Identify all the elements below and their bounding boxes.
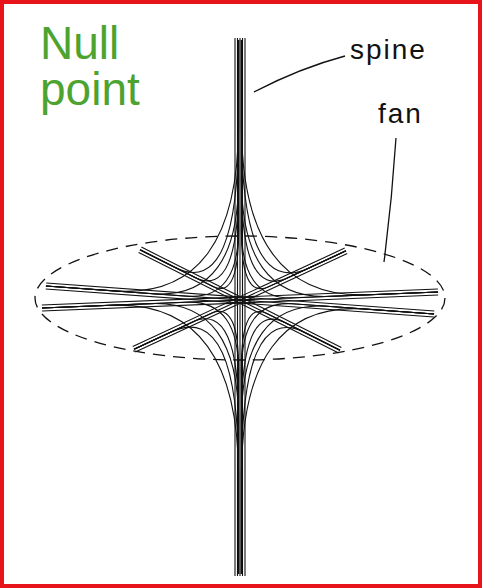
spine-line: [234, 38, 235, 576]
field-line: [134, 311, 239, 574]
field-line: [42, 304, 239, 574]
field-line: [241, 40, 346, 273]
leader-line: [384, 138, 396, 262]
field-line: [134, 319, 239, 574]
field-line: [241, 311, 340, 574]
spine-line: [244, 38, 245, 576]
field-line: [241, 40, 438, 295]
field-line: [140, 40, 239, 281]
field-line: [241, 304, 434, 574]
part-label: spine: [350, 34, 427, 66]
field-line: [42, 302, 239, 574]
part-label: fan: [378, 98, 423, 130]
field-line: [241, 306, 434, 574]
field-line: [241, 40, 438, 298]
field-line: [134, 327, 239, 574]
field-line: [241, 40, 346, 289]
field-line: [241, 40, 438, 296]
leader-line: [254, 56, 345, 92]
spine-line: [239, 38, 240, 576]
field-line: [241, 328, 340, 574]
spine-line: [237, 38, 238, 576]
field-line: [241, 309, 434, 574]
field-line: [241, 319, 340, 574]
field-line: [241, 40, 346, 281]
spine-line: [242, 38, 243, 576]
field-line: [42, 305, 239, 574]
field-line: [140, 40, 239, 272]
diagram-title: Null point: [40, 20, 170, 112]
field-line: [140, 40, 239, 289]
field-lines: [42, 38, 438, 576]
